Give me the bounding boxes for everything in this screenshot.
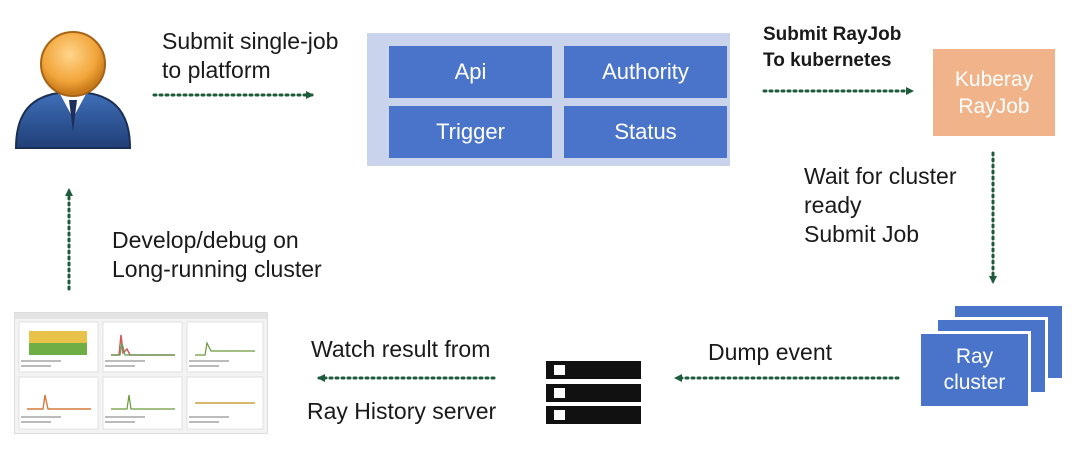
dump-event-label: Dump event	[708, 339, 833, 365]
api-cell: Api	[389, 46, 552, 98]
watch-result-label: Watch result from	[311, 336, 491, 362]
long-running-cluster-label: Long-running cluster	[112, 256, 322, 282]
ready-label: ready	[804, 192, 862, 218]
develop-debug-label: Develop/debug on	[112, 227, 299, 253]
authority-cell: Authority	[564, 46, 727, 98]
rayjob-label: RayJob	[958, 94, 1030, 118]
cluster-label: cluster	[943, 371, 1006, 394]
ray-history-server-label: Ray History server	[307, 398, 497, 424]
to-kubernetes-label: To kubernetes	[763, 50, 892, 71]
ray-cluster-box: Ray cluster	[918, 331, 1031, 409]
wait-for-cluster-label: Wait for cluster	[804, 163, 957, 189]
trigger-cell: Trigger	[389, 106, 552, 158]
submit-rayjob-label: Submit RayJob	[763, 24, 902, 45]
submit-job-label: Submit Job	[804, 221, 920, 247]
status-cell: Status	[564, 106, 727, 158]
dashboard-screenshot-thumbnail	[14, 312, 268, 434]
ray-label: Ray	[955, 345, 994, 368]
platform-block: Api Authority Trigger Status	[367, 33, 730, 166]
ray-cluster-stack: Ray cluster	[918, 303, 1070, 423]
submit-single-job-label: Submit single-job	[162, 28, 339, 54]
kuberay-label: Kuberay	[954, 67, 1034, 91]
kuberay-rayjob-box: Kuberay RayJob	[933, 49, 1055, 136]
user-avatar-icon	[14, 31, 132, 149]
to-platform-label: to platform	[162, 57, 271, 83]
